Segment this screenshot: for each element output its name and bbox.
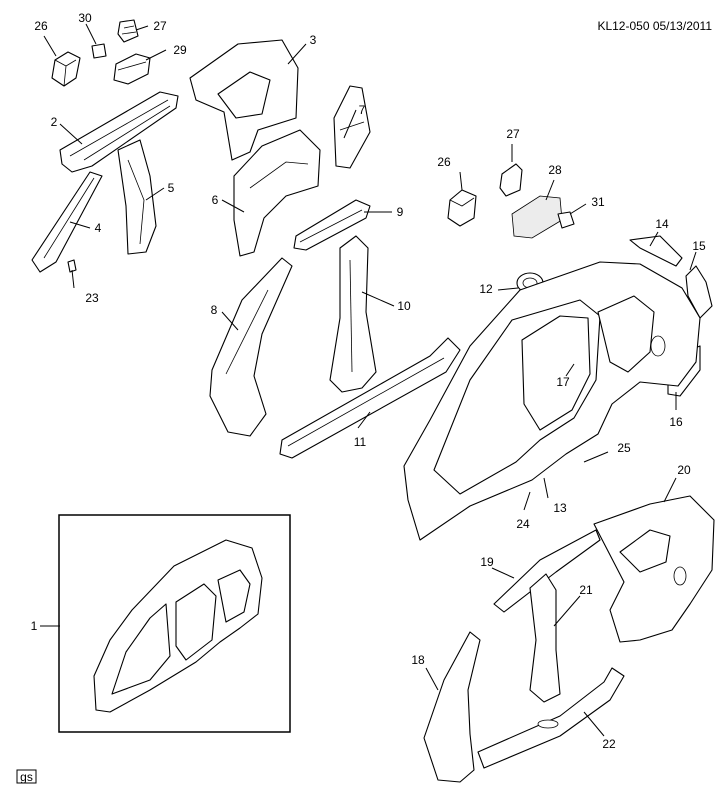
- callout-25: 25: [617, 441, 631, 455]
- part-20-quarter: [593, 495, 715, 643]
- part-6-wheelhouse: [233, 129, 321, 257]
- callout-26-right: 26: [437, 155, 451, 169]
- badge-box: [16, 769, 37, 784]
- leader-lines: [40, 23, 697, 737]
- callout-4: 4: [95, 221, 102, 235]
- callout-1: 1: [31, 619, 38, 633]
- part-29: [113, 53, 151, 85]
- part-4-pillar: [31, 171, 103, 273]
- part-10-pillar: [329, 235, 377, 393]
- part-5-pillar: [117, 139, 157, 255]
- callout-31: 31: [591, 195, 605, 209]
- callout-18: 18: [411, 653, 425, 667]
- callout-10: 10: [397, 299, 411, 313]
- callout-2: 2: [51, 115, 58, 129]
- part-11-rocker: [279, 337, 461, 459]
- part-2-rail: [59, 91, 179, 173]
- callout-23: 23: [85, 291, 99, 305]
- callout-12: 12: [479, 282, 493, 296]
- part-7-bracket: [333, 85, 371, 169]
- callout-7: 7: [359, 103, 366, 117]
- callout-20: 20: [677, 463, 691, 477]
- part-30: [91, 43, 107, 59]
- part-27-right: [499, 163, 523, 197]
- callout-13: 13: [553, 501, 567, 515]
- callout-14: 14: [655, 217, 669, 231]
- part-8-pillar: [209, 257, 293, 437]
- part-27-top: [117, 19, 139, 43]
- callout-27-right: 27: [506, 127, 520, 141]
- callout-16: 16: [669, 415, 683, 429]
- diagram-code: KL12-050 05/13/2011: [597, 19, 712, 33]
- inset-frame: [58, 514, 291, 733]
- part-9-rail: [293, 199, 371, 251]
- part-23: [67, 259, 77, 273]
- callout-27-top: 27: [153, 19, 167, 33]
- badge-label: gs: [20, 770, 33, 784]
- callout-9: 9: [397, 205, 404, 219]
- part-18-pillar: [423, 631, 481, 783]
- callout-21: 21: [579, 583, 593, 597]
- callout-19: 19: [480, 555, 494, 569]
- part-28: [511, 195, 563, 239]
- callout-29: 29: [173, 43, 187, 57]
- part-22-rocker: [477, 667, 625, 769]
- callout-22: 22: [602, 737, 616, 751]
- callout-28: 28: [548, 163, 562, 177]
- callout-11: 11: [354, 435, 367, 449]
- part-15: [685, 265, 713, 319]
- callout-5: 5: [168, 181, 175, 195]
- callout-6: 6: [212, 193, 219, 207]
- part-31: [557, 211, 575, 229]
- part-26-top: [51, 51, 81, 87]
- part-13-body-side: [403, 261, 701, 541]
- callout-3: 3: [310, 33, 317, 47]
- callout-15: 15: [692, 239, 706, 253]
- callout-26-top: 26: [34, 19, 48, 33]
- part-21-pillar: [529, 573, 561, 703]
- callout-8: 8: [211, 303, 218, 317]
- part-3-panel: [189, 39, 299, 161]
- part-26-right: [447, 189, 477, 227]
- callout-30: 30: [78, 11, 92, 25]
- part-14: [629, 235, 683, 267]
- part-1-assembly: [93, 539, 263, 713]
- callout-24: 24: [516, 517, 530, 531]
- callout-17: 17: [556, 375, 570, 389]
- part-19-rail: [493, 529, 601, 613]
